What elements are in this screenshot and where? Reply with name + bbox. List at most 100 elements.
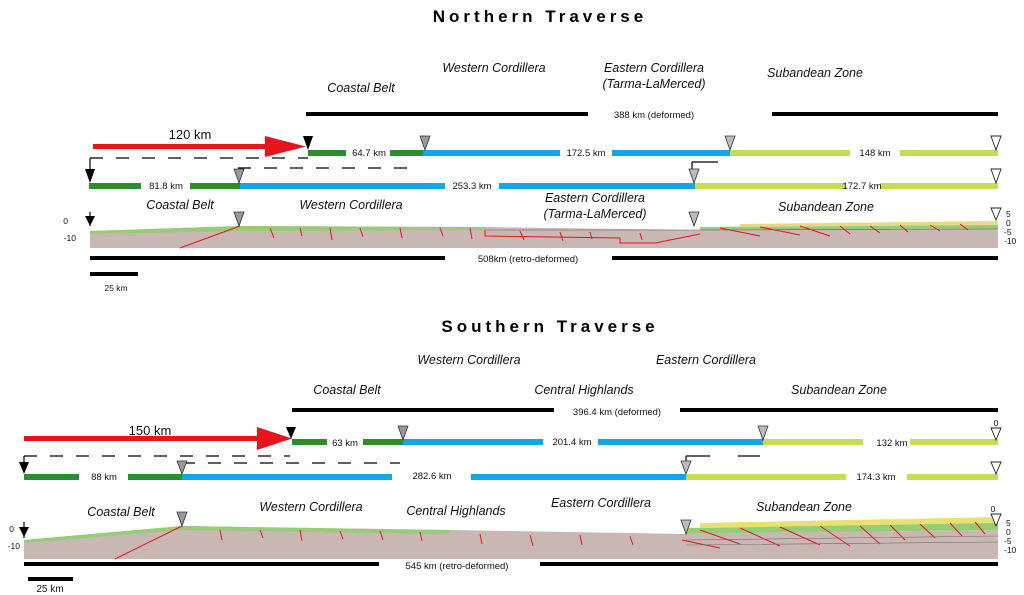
southern-deformed-east-left [763, 439, 863, 445]
northern-deformed-line-left [306, 112, 588, 116]
northern-section-marker-grey-2 [688, 211, 700, 228]
northern-deformed-seg-east: 148 km [859, 148, 890, 159]
southern-section-marker-black [19, 527, 29, 537]
northern-deformed-east-right [900, 150, 998, 156]
southern-faults-central [479, 533, 634, 547]
southern-restored-western-left [182, 474, 392, 480]
southern-right-tick-4: -10 [1004, 545, 1017, 555]
southern-restored-seg-coastal: 88 km [91, 472, 117, 483]
southern-restored-east-left [686, 474, 846, 480]
southern-marker-grey-lower-2 [680, 460, 692, 476]
southern-deformed-seg-western: 201.4 km [552, 437, 591, 448]
southern-restored-coastal-left [24, 474, 79, 480]
northern-section-marker-open [990, 207, 1002, 222]
northern-traverse: Northern Traverse Coastal Belt Western C… [63, 7, 1016, 293]
northern-label-eastern-sub: (Tarma-LaMerced) [602, 77, 705, 91]
northern-restored-bar: 81.8 km 253.3 km 172.7 km [89, 181, 998, 192]
northern-restored-coastal-right [190, 183, 240, 189]
northern-restored-seg-coastal: 81.8 km [149, 181, 183, 192]
southern-label-western-cordillera: Western Cordillera [417, 353, 520, 367]
southern-left-tick-0: 0 [9, 524, 14, 534]
southern-right-tick-1: 5 [1006, 518, 1011, 528]
southern-deformed-coastal-right [363, 439, 403, 445]
southern-deformed-seg-coastal: 63 km [332, 438, 358, 449]
northern-cover-west [90, 226, 485, 234]
northern-left-tick-1: -10 [64, 233, 77, 243]
northern-scale-label: 25 km [104, 283, 127, 293]
southern-label-coastal-belt: Coastal Belt [313, 383, 381, 397]
southern-label-eastern-cordillera: Eastern Cordillera [656, 353, 756, 367]
northern-marker-open-upper [990, 135, 1002, 152]
southern-marker-open-lower [990, 461, 1002, 476]
southern-cover-yellow [700, 517, 998, 528]
northern-label-coastal-belt: Coastal Belt [327, 81, 395, 95]
southern-cross-section [24, 517, 999, 560]
northern-section-marker-grey-1 [233, 211, 245, 228]
northern-left-tick-0: 0 [63, 216, 68, 226]
northern-strata [485, 228, 999, 231]
southern-marker-grey-upper-2 [757, 425, 769, 442]
northern-deformed-western-left [423, 150, 560, 156]
southern-section-marker-grey-1 [176, 511, 188, 528]
northern-cover-yellow [740, 221, 998, 227]
southern-section-marker-grey-2 [680, 519, 692, 536]
southern-deformed-western-right [598, 439, 763, 445]
northern-marker-grey-upper-1 [419, 135, 431, 152]
southern-section-central: Central Highlands [406, 504, 505, 518]
southern-right-tick-2: 0 [1006, 527, 1011, 537]
northern-section-subandean: Subandean Zone [778, 200, 874, 214]
northern-restored-western-left [240, 183, 445, 189]
northern-fault-coastal [179, 225, 241, 249]
southern-right-tick-3: -5 [1004, 536, 1012, 546]
northern-marker-grey-lower-1 [233, 168, 245, 185]
southern-section-marker-open [990, 513, 1002, 528]
southern-cover-east [686, 522, 998, 534]
northern-restored-coastal-left [89, 183, 141, 189]
northern-right-tick-1: 0 [1006, 218, 1011, 228]
northern-retro-label: 508km (retro-deformed) [478, 254, 578, 265]
northern-deformed-seg-coastal: 64.7 km [352, 148, 386, 159]
northern-marker-black-upper [303, 136, 313, 150]
southern-retro-line-left [24, 562, 379, 566]
southern-step-marker [685, 455, 760, 464]
northern-restored-seg-western: 253.3 km [452, 181, 491, 192]
southern-title: Southern Traverse [441, 317, 658, 336]
southern-upper-right-tick: 0 [994, 418, 999, 428]
southern-left-tick-1: -10 [8, 541, 21, 551]
southern-deformed-seg-east: 132 km [876, 438, 907, 449]
northern-deformed-east-left [730, 150, 850, 156]
northern-deformed-line-right [772, 112, 998, 116]
southern-deformed-line-right [680, 408, 998, 412]
southern-right-tick-0: 0 [991, 504, 996, 514]
northern-fault-basin [484, 230, 701, 244]
southern-deformed-coastal-left [292, 439, 327, 445]
southern-deformed-line-left [292, 408, 554, 412]
southern-marker-black-lower [19, 462, 29, 474]
southern-deformed-bar: 63 km 201.4 km 132 km [292, 437, 998, 449]
southern-deformed-western-left [403, 439, 543, 445]
southern-section-coastal: Coastal Belt [87, 505, 155, 519]
northern-restored-east-right [880, 183, 998, 189]
northern-section-eastern: Eastern Cordillera [545, 191, 645, 205]
northern-shortening-label: 120 km [169, 127, 212, 142]
southern-label-central-highlands: Central Highlands [534, 383, 633, 397]
southern-scale-label: 25 km [36, 584, 63, 595]
southern-label-subandean: Subandean Zone [791, 383, 887, 397]
northern-right-tick-2: -5 [1004, 227, 1012, 237]
northern-restored-seg-east: 172.7 km [842, 181, 881, 192]
northern-section-coastal: Coastal Belt [146, 198, 214, 212]
northern-deformed-western-right [612, 150, 730, 156]
northern-right-tick-3: -10 [1004, 236, 1017, 246]
southern-traverse: Southern Traverse Western Cordillera Eas… [8, 317, 1017, 595]
northern-marker-grey-upper-2 [724, 135, 736, 152]
southern-cover-west [24, 526, 450, 543]
southern-marker-grey-lower-1 [176, 460, 188, 476]
southern-restored-seg-western: 282.6 km [412, 471, 451, 482]
northern-shortening-arrow [93, 136, 306, 157]
northern-faults-eastern [519, 230, 643, 242]
northern-deformed-coastal-left [308, 150, 346, 156]
southern-retro-label: 545 km (retro-deformed) [406, 561, 509, 572]
northern-retro-line-right [612, 256, 998, 260]
northern-faults-western [269, 227, 473, 241]
